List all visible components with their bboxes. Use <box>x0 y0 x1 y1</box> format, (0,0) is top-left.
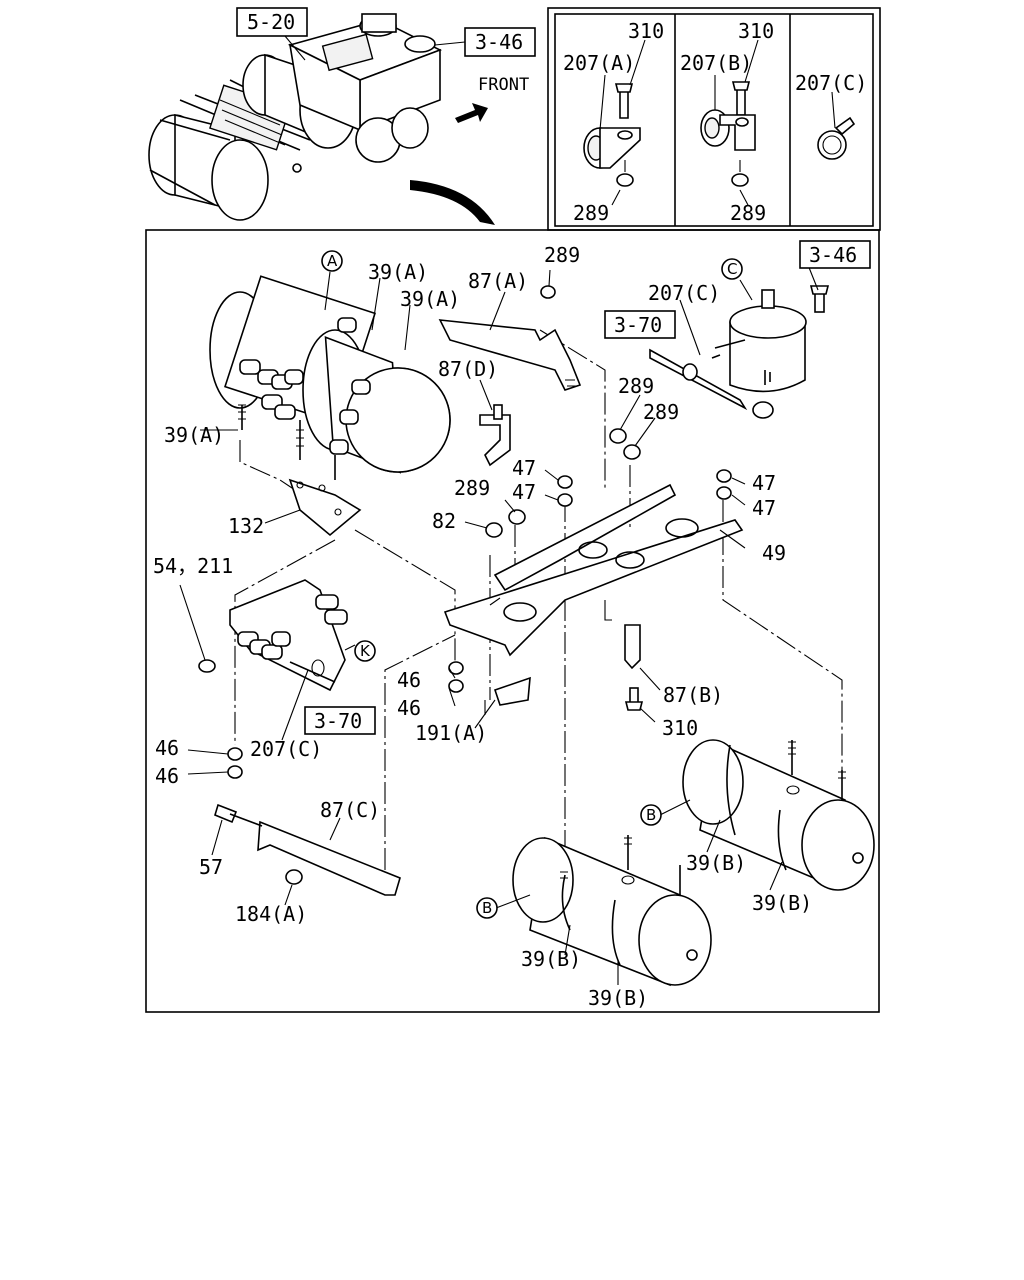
label-289-b: 289 <box>730 201 766 225</box>
overview-inset: FRONT 5-20 3-46 <box>148 7 536 225</box>
cross-member-49 <box>443 483 744 657</box>
front-arrow-icon <box>455 103 488 123</box>
ref-box-3-70-top <box>604 310 676 339</box>
marker-a-text: A <box>327 252 338 270</box>
bracket-87c <box>214 803 401 896</box>
label-82: 82 <box>432 509 456 533</box>
ref-box-3-46 <box>799 240 871 269</box>
label-289-1: 289 <box>544 243 580 267</box>
label-132: 132 <box>228 514 264 538</box>
label-191a: 191(A) <box>415 721 487 745</box>
label-87c: 87(C) <box>320 798 380 822</box>
label-87b: 87(B) <box>663 683 723 707</box>
marker-b-left <box>476 897 498 919</box>
clamp-207b-detail: 310 207(B) 289 <box>680 19 774 225</box>
label-289-4: 289 <box>454 476 490 500</box>
label-87d: 87(D) <box>438 357 498 381</box>
marker-k <box>354 640 376 662</box>
label-87a: 87(A) <box>468 269 528 293</box>
label-46-3: 46 <box>155 736 179 760</box>
label-310: 310 <box>662 716 698 740</box>
plate-191a <box>493 676 531 706</box>
air-tank-b-right <box>682 739 875 891</box>
clamp-detail-box: 310 207(A) 289 310 207(B) 289 207(C) <box>547 7 881 231</box>
ref-label-5-20: 5-20 <box>247 10 295 34</box>
label-207c-detail: 207(C) <box>795 71 867 95</box>
label-39b-4: 39(B) <box>588 986 648 1010</box>
label-39a-3: 39(A) <box>164 423 224 447</box>
main-frame <box>145 229 880 1013</box>
label-207c-1: 207(C) <box>648 281 720 305</box>
ref-label-3-70-bottom: 3-70 <box>314 709 362 733</box>
label-39b-2: 39(B) <box>752 891 812 915</box>
label-47-2: 47 <box>512 480 536 504</box>
ref-label-3-70-top: 3-70 <box>614 313 662 337</box>
air-tank-a <box>209 275 451 537</box>
main-exploded-view: A B B C K 3-46 3-70 3-70 39(A) 39(A) 39(… <box>145 229 880 1013</box>
label-54-211: 54，211 <box>153 554 233 578</box>
clamp-207a-detail: 310 207(A) 289 <box>563 19 664 225</box>
bracket-87b <box>624 624 641 670</box>
label-39b-1: 39(B) <box>686 851 746 875</box>
fasteners <box>227 285 732 779</box>
label-46-4: 46 <box>155 764 179 788</box>
air-dryer-c <box>649 285 830 419</box>
marker-b-right-text: B <box>646 806 656 824</box>
ref-label-3-46: 3-46 <box>809 243 857 267</box>
label-46-2: 46 <box>397 696 421 720</box>
label-47-1: 47 <box>512 456 536 480</box>
ref-box-3-70-bottom <box>304 706 376 735</box>
label-289-a: 289 <box>573 201 609 225</box>
label-289-2: 289 <box>618 374 654 398</box>
air-tank-b-left <box>512 835 712 987</box>
label-46-1: 46 <box>397 668 421 692</box>
marker-b-left-text: B <box>482 899 492 917</box>
label-207b: 207(B) <box>680 51 752 75</box>
marker-b-right <box>640 804 662 826</box>
label-310-a: 310 <box>628 19 664 43</box>
label-310-b: 310 <box>738 19 774 43</box>
label-39b-3: 39(B) <box>521 947 581 971</box>
label-184a: 184(A) <box>235 902 307 926</box>
label-47-3: 47 <box>752 471 776 495</box>
front-label: FRONT <box>478 75 529 95</box>
clamp-207c-detail: 207(C) <box>795 71 867 160</box>
bracket-87a <box>438 319 582 391</box>
marker-c-text: C <box>727 260 737 278</box>
marker-k-text: K <box>360 642 371 660</box>
valve-bracket-54-211 <box>198 579 348 692</box>
label-207c-2: 207(C) <box>250 737 322 761</box>
label-39a-1: 39(A) <box>368 260 428 284</box>
ref-label-3-46-top: 3-46 <box>475 30 523 54</box>
marker-a <box>321 250 343 272</box>
label-57: 57 <box>199 855 223 879</box>
marker-c <box>721 258 743 280</box>
label-49: 49 <box>762 541 786 565</box>
label-47-4: 47 <box>752 496 776 520</box>
label-39a-2: 39(A) <box>400 287 460 311</box>
ref-box-5-20 <box>236 7 308 37</box>
label-207a: 207(A) <box>563 51 635 75</box>
bracket-87d <box>479 414 511 467</box>
label-289-3: 289 <box>643 400 679 424</box>
ref-box-3-46-top <box>464 27 536 57</box>
